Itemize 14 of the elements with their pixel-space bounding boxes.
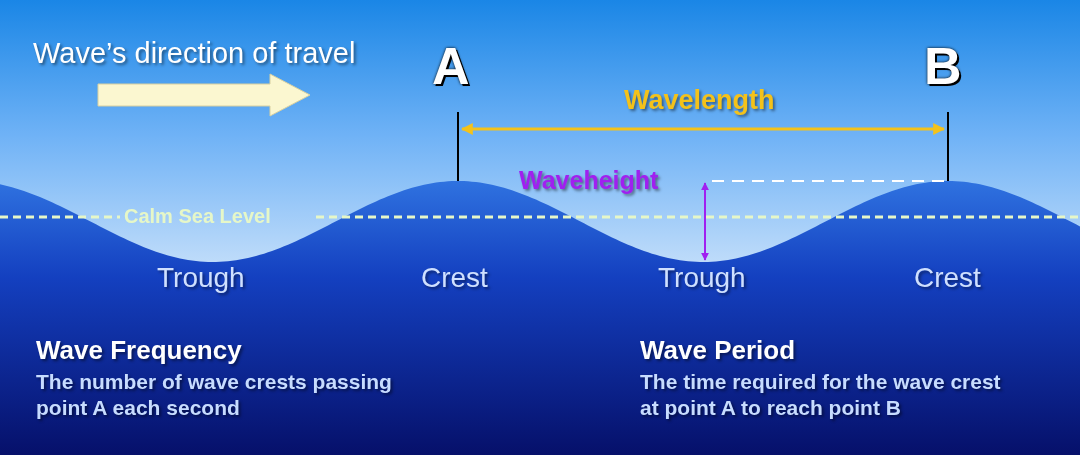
direction-caption: Wave’s direction of travel: [33, 38, 356, 70]
dimension-label: Waveheight: [519, 167, 659, 195]
definition-text: The time required for the wave crest at point A to reach point B: [640, 369, 1002, 422]
crest-label: Crest: [914, 263, 981, 294]
sea-level-label: Calm Sea Level: [124, 205, 271, 227]
dimension-label: Wavelength: [624, 86, 775, 116]
point-label: A: [432, 38, 470, 96]
definition-text: The number of wave crests passing point A each second: [36, 369, 393, 422]
trough-label: Trough: [157, 263, 245, 294]
section-heading: Wave Period: [640, 336, 796, 365]
section-heading: Wave Frequency: [36, 336, 242, 365]
trough-label: Trough: [658, 263, 746, 294]
point-label: B: [924, 38, 962, 96]
crest-label: Crest: [421, 263, 488, 294]
